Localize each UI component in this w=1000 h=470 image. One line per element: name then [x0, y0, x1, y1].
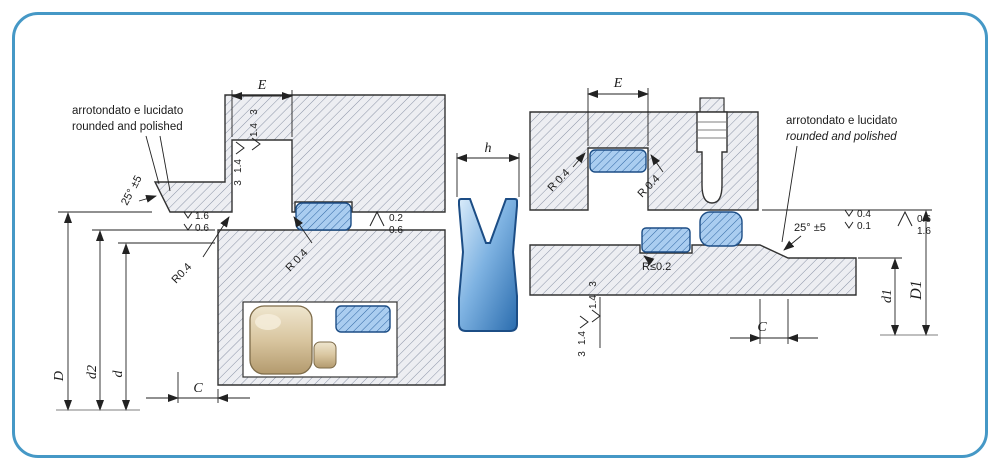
finish-value: 1.4	[588, 295, 599, 309]
finish-value: 1.4	[233, 159, 244, 173]
seal-profile: h	[456, 141, 520, 332]
right-dim-E: E	[587, 76, 649, 146]
finish-value: 3	[249, 109, 260, 115]
left-angle-label: 25° ±5	[119, 174, 145, 208]
right-v-ring-seal	[699, 211, 743, 247]
right-dim-E-label: E	[613, 76, 623, 91]
roughness-icon	[897, 210, 913, 227]
left-secondary-seal	[335, 305, 391, 333]
seal-dim-h-label: h	[485, 141, 492, 156]
left-dim-D-label: D	[52, 371, 67, 382]
left-section-view: E 3 1.4 1.4 3 arrotondato e lucidato rou…	[52, 78, 446, 411]
left-housing-cross-section	[153, 94, 446, 213]
right-dim-d1-label: d1	[880, 289, 895, 303]
left-guide-element-small	[313, 341, 337, 369]
roughness-icon	[183, 223, 193, 231]
left-chamfer-angle: 25° ±5	[119, 174, 157, 208]
radius-label: R≤0.2	[642, 261, 671, 273]
ra-bottom: 0.1	[857, 221, 871, 232]
roughness-icon	[844, 209, 854, 217]
plug-cap	[699, 97, 725, 113]
right-angle-label: 25° ±5	[794, 222, 826, 234]
right-dim-C: C	[730, 299, 818, 344]
bore-value-bottom: 1.6	[917, 226, 931, 237]
left-dim-d-label: d	[111, 370, 126, 378]
left-dim-d: d	[111, 242, 215, 411]
left-dim-E: E	[231, 78, 293, 137]
finish-value: 3	[577, 351, 588, 357]
seal-profile-shape	[458, 198, 518, 332]
left-guide-highlight	[255, 314, 281, 330]
right-backup-ring	[641, 227, 691, 253]
roughness-icon	[183, 211, 193, 219]
left-groove-finish-mark-1: 3 1.4	[249, 109, 261, 151]
right-chamfer-note: arrotondato e lucidato rounded and polis…	[781, 115, 897, 243]
right-note-line2: rounded and polished	[786, 131, 897, 143]
left-groove-finish-mark-2: 1.4 3	[233, 141, 245, 186]
plug-body	[696, 111, 728, 204]
seal-dim-h: h	[456, 141, 520, 197]
left-dim-D: D	[52, 211, 152, 411]
left-dim-C: C	[146, 372, 250, 403]
roughness-icon	[235, 141, 245, 155]
roughness-icon	[369, 210, 385, 227]
left-dim-C-label: C	[193, 381, 203, 396]
finish-value: 3	[233, 180, 244, 186]
right-radius-3: R≤0.2	[642, 255, 671, 273]
left-note-line2: rounded and polished	[72, 121, 183, 133]
right-shaft-cross-section	[529, 244, 857, 296]
finish-value: 1.4	[249, 123, 260, 137]
right-groove-seal	[589, 149, 647, 173]
right-groove-finish-mark-2: 1.4 3	[577, 315, 589, 357]
right-dim-d1: d1	[858, 257, 902, 336]
right-chamfer-angle: 25° ±5	[783, 222, 826, 251]
right-ra-values: 0.4 0.1	[844, 209, 871, 232]
left-note-line1: arrotondato e lucidato	[72, 105, 183, 117]
bore-value-top: 0.6	[917, 214, 931, 225]
finish-value: 3	[588, 281, 599, 287]
bore-value-bottom: 0.6	[389, 225, 403, 236]
left-chamfer-note: arrotondato e lucidato rounded and polis…	[72, 105, 183, 192]
radius-label: R0.4	[170, 261, 195, 286]
bore-value-top: 0.2	[389, 213, 403, 224]
ra-bottom: 0.6	[195, 223, 209, 234]
ra-top: 0.4	[857, 209, 871, 220]
right-groove-finish-mark-1: 3 1.4	[588, 281, 601, 323]
right-note-line1: arrotondato e lucidato	[786, 115, 897, 127]
roughness-icon	[579, 315, 589, 329]
left-dim-E-label: E	[257, 78, 267, 93]
right-dim-D1-label: D1	[908, 280, 925, 301]
left-dim-d2-label: d2	[85, 365, 100, 379]
right-section-view: E R 0.4 R 0.4 R≤0.2 arrotondato e lucida…	[529, 76, 938, 357]
left-bore-finish: 0.2 0.6	[369, 210, 403, 236]
finish-value: 1.4	[577, 331, 588, 345]
right-dim-C-label: C	[757, 320, 767, 335]
left-static-seal	[295, 202, 352, 231]
left-dim-d2: d2	[85, 229, 215, 411]
roughness-icon	[591, 309, 601, 323]
left-ra-values: 1.6 0.6	[183, 211, 209, 234]
roughness-icon	[251, 137, 261, 151]
right-dim-D1: D1	[762, 209, 932, 336]
roughness-icon	[844, 221, 854, 229]
ra-top: 1.6	[195, 211, 209, 222]
